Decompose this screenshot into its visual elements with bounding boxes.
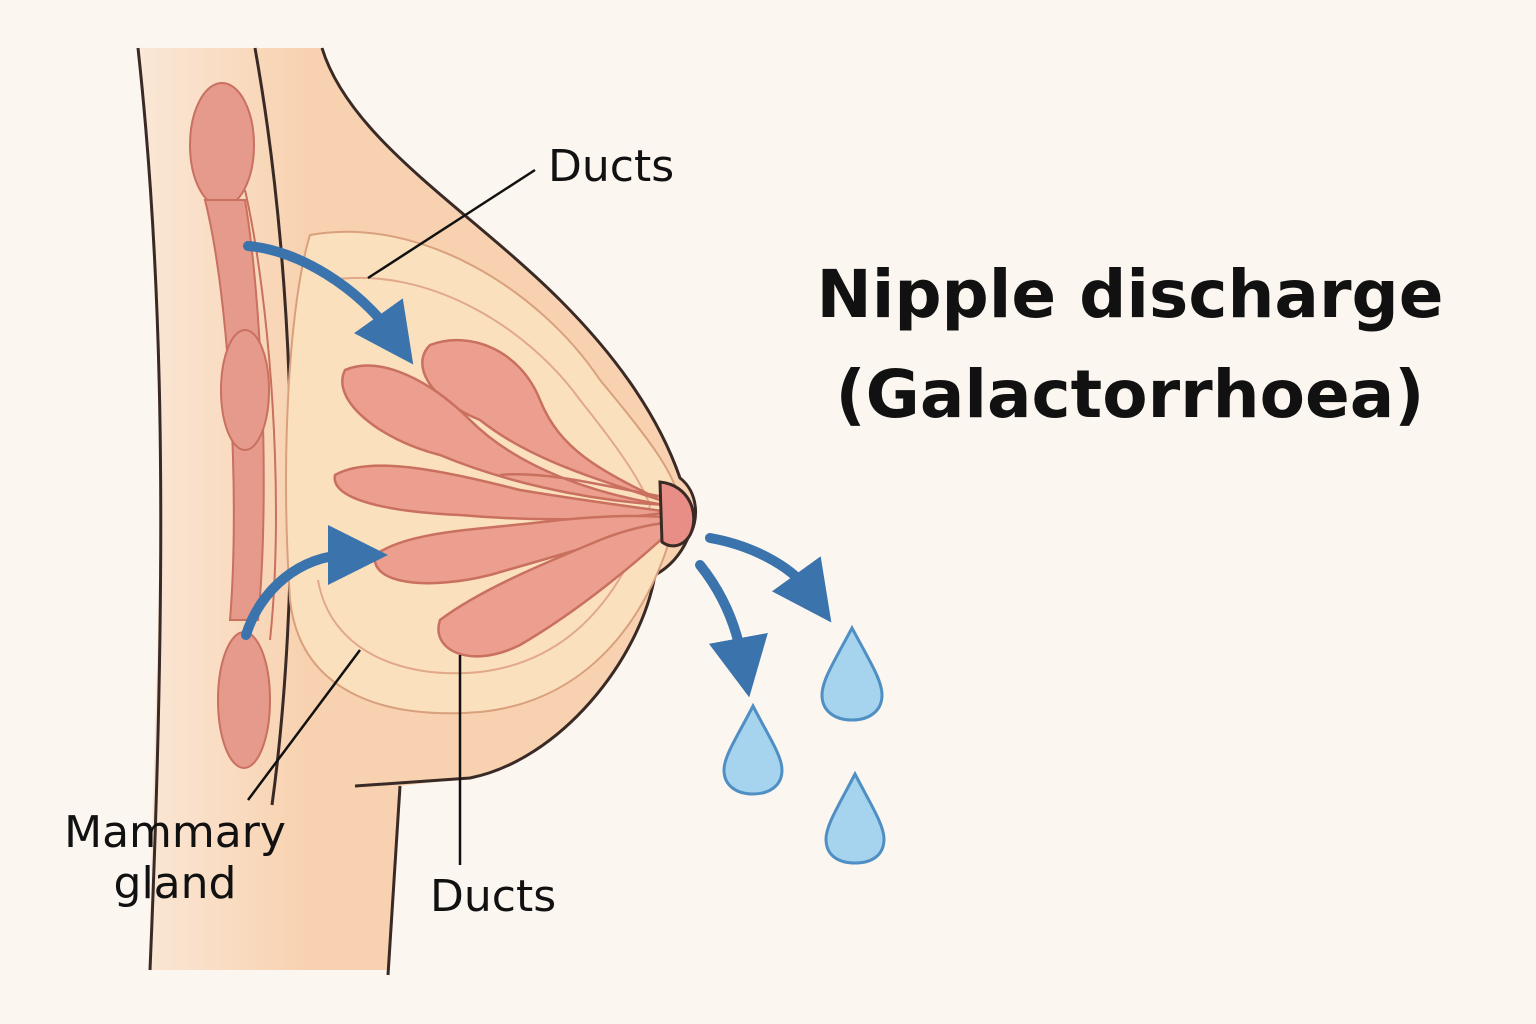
label-ducts-bottom: Ducts (430, 871, 557, 922)
flow-arrow-upper (243, 241, 414, 365)
label-ducts-top: Ducts (548, 141, 675, 192)
breast-outline (320, 47, 698, 788)
flow-arrow-lower (241, 525, 388, 640)
flow-arrow-discharge-right (705, 533, 832, 623)
label-mammary-line2: gland (113, 857, 237, 909)
label-mammary-gland: Mammary gland (50, 807, 300, 909)
flow-arrow-discharge-down (695, 560, 768, 698)
title-line-2: (Galactorrhoea) (835, 356, 1425, 433)
droplet-icon (722, 702, 784, 796)
nipple (658, 480, 696, 548)
droplet-icon (820, 624, 884, 722)
body-outline-back (136, 47, 163, 971)
flow-arrows (241, 241, 832, 698)
body-outline-lower (386, 785, 402, 976)
title-line-1: Nipple discharge (816, 256, 1444, 333)
label-mammary-line1: Mammary (64, 807, 286, 858)
pectoral-muscle (189, 82, 277, 769)
leader-lines (246, 168, 536, 865)
droplets (722, 624, 886, 865)
droplet-icon (824, 770, 886, 865)
